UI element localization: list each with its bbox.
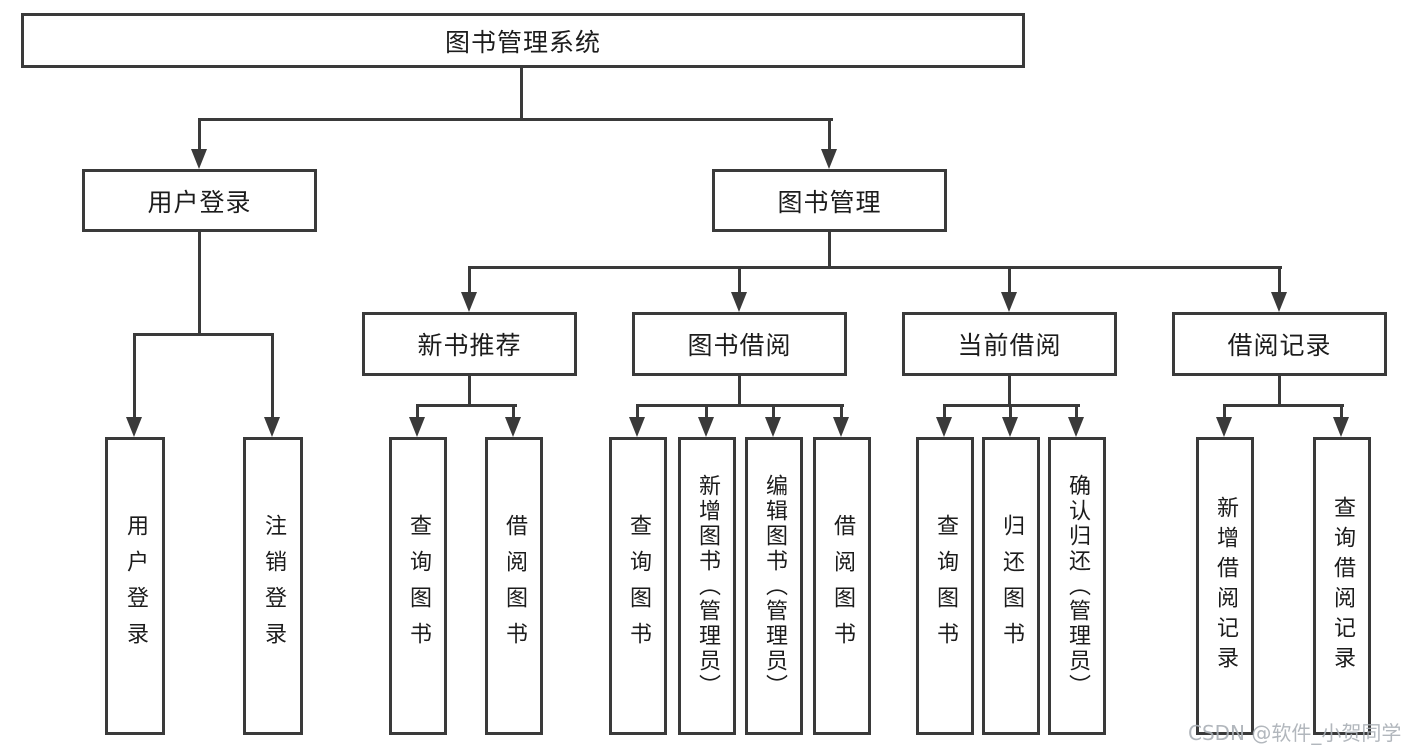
arrowhead-down-icon — [409, 417, 425, 437]
node-book-management-label: 图书管理 — [777, 187, 882, 217]
connector-line — [1223, 404, 1344, 407]
node-leaf-lend-book: 借阅图书 — [813, 437, 871, 735]
connector-line — [738, 266, 741, 294]
arrowhead-down-icon — [629, 417, 645, 437]
node-leaf-return-book-label: 归还图书 — [999, 514, 1024, 658]
connector-line — [198, 232, 201, 336]
node-leaf-query-borrow-record-label: 查询借阅记录 — [1330, 496, 1355, 676]
node-leaf-edit-book-admin: 编辑图书（管理员） — [745, 437, 803, 735]
node-borrow-records: 借阅记录 — [1172, 312, 1387, 376]
connector-line — [636, 404, 639, 419]
arrowhead-down-icon — [461, 292, 477, 312]
arrowhead-down-icon — [765, 417, 781, 437]
node-leaf-cur-query-book: 查询图书 — [916, 437, 974, 735]
arrowhead-down-icon — [1271, 292, 1287, 312]
arrowhead-down-icon — [1002, 417, 1018, 437]
connector-line — [468, 266, 1282, 269]
arrowhead-down-icon — [1001, 292, 1017, 312]
node-current-borrow: 当前借阅 — [902, 312, 1117, 376]
connector-line — [271, 333, 274, 419]
node-leaf-logout-label: 注销登录 — [261, 514, 286, 658]
node-leaf-add-borrow-record-label: 新增借阅记录 — [1213, 496, 1238, 676]
connector-line — [512, 404, 515, 419]
connector-line — [416, 404, 517, 407]
connector-line — [636, 404, 844, 407]
node-leaf-borrow-query-book-label: 查询图书 — [626, 514, 651, 658]
node-leaf-rec-borrow-book-label: 借阅图书 — [502, 514, 527, 658]
connector-line — [705, 404, 708, 419]
csdn-watermark: CSDN @软件_小贺同学 — [1188, 721, 1402, 745]
connector-line — [840, 404, 843, 419]
node-leaf-add-borrow-record: 新增借阅记录 — [1196, 437, 1254, 735]
node-leaf-cur-query-book-label: 查询图书 — [933, 514, 958, 658]
node-leaf-add-book-admin-label: 新增图书（管理员） — [695, 473, 720, 699]
connector-line — [199, 118, 833, 121]
node-leaf-rec-query-book-label: 查询图书 — [406, 514, 431, 658]
node-leaf-user-login: 用户登录 — [105, 437, 165, 735]
node-user-login-label: 用户登录 — [147, 187, 252, 217]
node-leaf-query-borrow-record: 查询借阅记录 — [1313, 437, 1371, 735]
connector-line — [1009, 404, 1012, 419]
node-borrow-records-label: 借阅记录 — [1227, 331, 1332, 360]
node-leaf-edit-book-admin-label: 编辑图书（管理员） — [762, 473, 787, 699]
connector-line — [468, 376, 471, 407]
node-leaf-confirm-return-admin: 确认归还（管理员） — [1048, 437, 1106, 735]
node-book-borrow-label: 图书借阅 — [687, 331, 792, 360]
node-new-book-recommend: 新书推荐 — [362, 312, 577, 376]
connector-line — [1008, 266, 1011, 294]
arrowhead-down-icon — [731, 292, 747, 312]
arrowhead-down-icon — [833, 417, 849, 437]
connector-line — [943, 404, 946, 419]
arrowhead-down-icon — [1333, 417, 1349, 437]
node-current-borrow-label: 当前借阅 — [957, 331, 1062, 360]
connector-line — [1340, 404, 1343, 419]
node-book-management: 图书管理 — [712, 169, 947, 232]
node-leaf-rec-borrow-book: 借阅图书 — [485, 437, 543, 735]
arrowhead-down-icon — [698, 417, 714, 437]
connector-line — [133, 333, 274, 336]
node-root-label: 图书管理系统 — [444, 27, 601, 57]
connector-line — [772, 404, 775, 419]
node-user-login: 用户登录 — [82, 169, 317, 232]
connector-line — [133, 333, 136, 419]
connector-line — [1278, 376, 1281, 407]
node-leaf-return-book: 归还图书 — [982, 437, 1040, 735]
arrowhead-down-icon — [126, 417, 142, 437]
node-book-borrow: 图书借阅 — [632, 312, 847, 376]
node-leaf-logout: 注销登录 — [243, 437, 303, 735]
node-leaf-borrow-query-book: 查询图书 — [609, 437, 667, 735]
arrowhead-down-icon — [1216, 417, 1232, 437]
node-leaf-user-login-label: 用户登录 — [123, 514, 148, 658]
connector-line — [198, 118, 201, 152]
node-leaf-lend-book-label: 借阅图书 — [830, 514, 855, 658]
arrowhead-down-icon — [1068, 417, 1084, 437]
connector-line — [1008, 376, 1011, 407]
arrowhead-down-icon — [821, 149, 837, 169]
connector-line — [468, 266, 471, 294]
connector-line — [828, 118, 831, 152]
connector-line — [416, 404, 419, 419]
arrowhead-down-icon — [505, 417, 521, 437]
node-leaf-add-book-admin: 新增图书（管理员） — [678, 437, 736, 735]
arrowhead-down-icon — [191, 149, 207, 169]
connector-line — [828, 232, 831, 269]
arrowhead-down-icon — [936, 417, 952, 437]
connector-line — [1278, 266, 1281, 294]
arrowhead-down-icon — [264, 417, 280, 437]
connector-line — [738, 376, 741, 407]
connector-line — [1075, 404, 1078, 419]
node-new-book-recommend-label: 新书推荐 — [417, 331, 522, 360]
node-root: 图书管理系统 — [21, 13, 1025, 68]
connector-line — [1223, 404, 1226, 419]
node-leaf-confirm-return-admin-label: 确认归还（管理员） — [1065, 473, 1090, 699]
node-leaf-rec-query-book: 查询图书 — [389, 437, 447, 735]
connector-line — [520, 66, 523, 120]
